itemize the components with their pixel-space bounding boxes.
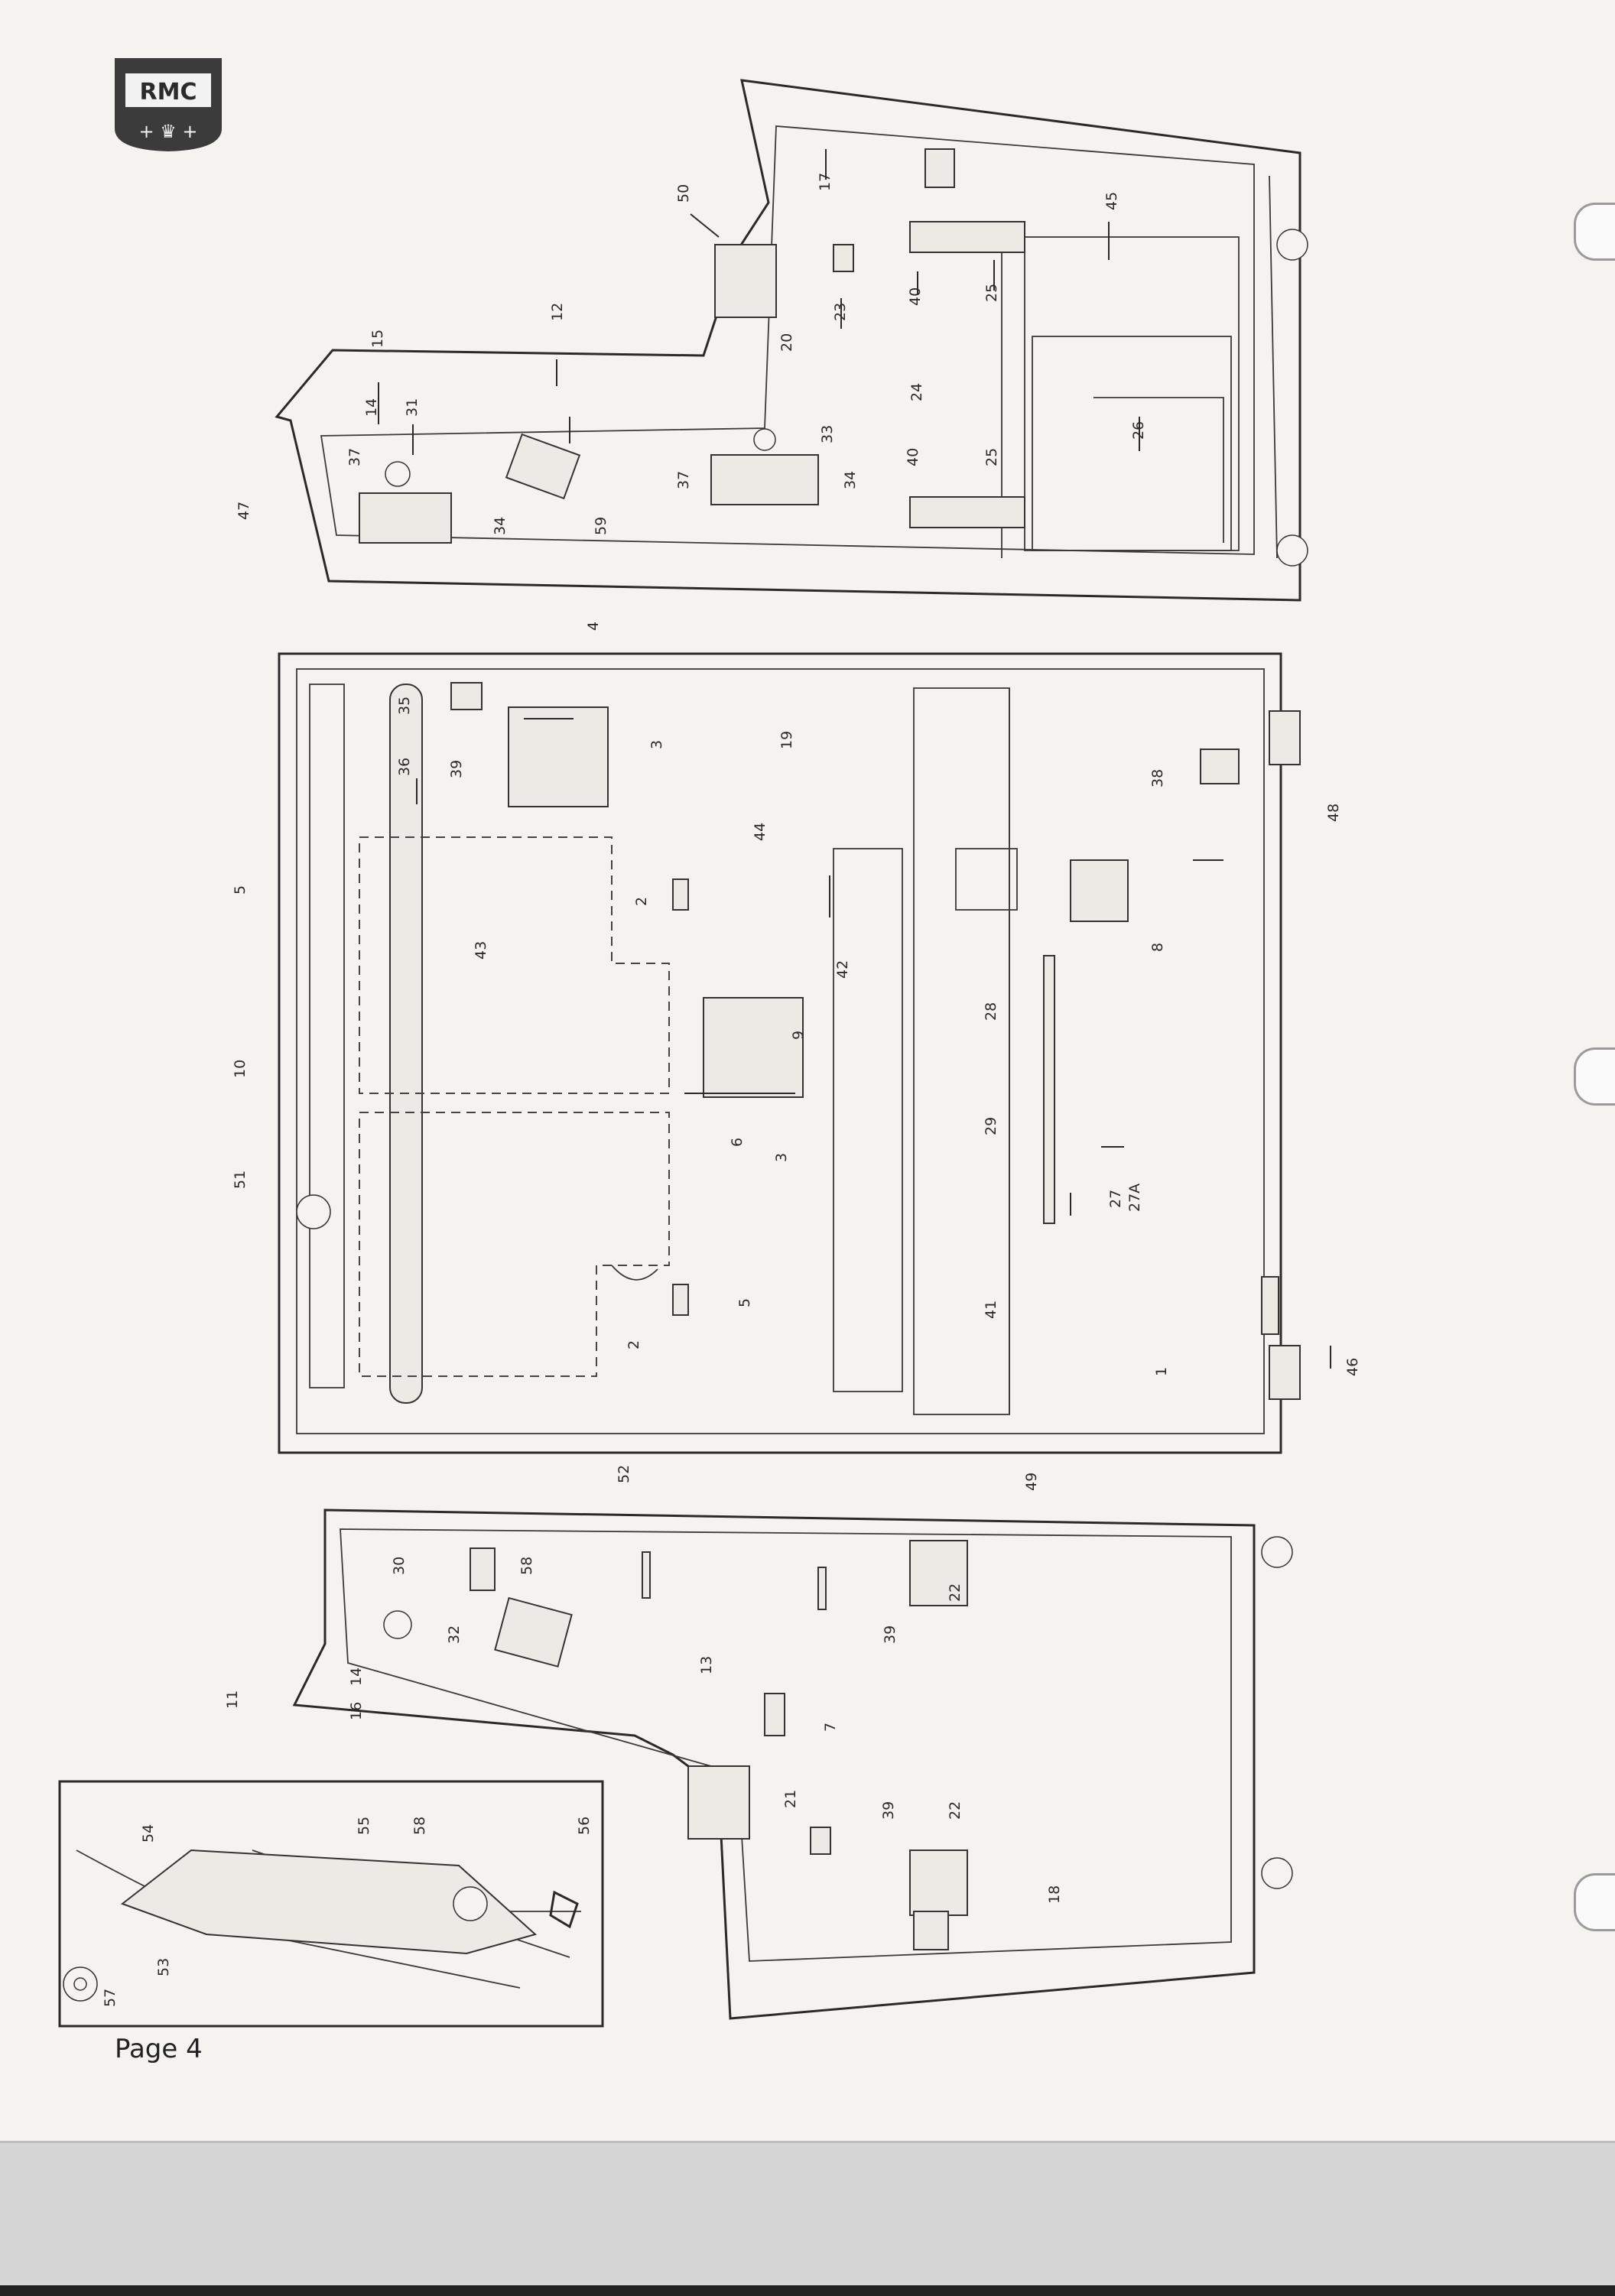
callout-label: 33 xyxy=(819,425,836,443)
callout-label: 20 xyxy=(778,333,795,352)
callout-label: 53 xyxy=(155,1958,172,1976)
callout-label: 36 xyxy=(396,758,413,776)
callout-label: 34 xyxy=(842,471,859,489)
callout-label: 23 xyxy=(832,303,849,321)
callout-label: 56 xyxy=(576,1817,593,1835)
callout-label: 42 xyxy=(834,960,851,979)
logo-text: RMC xyxy=(140,79,197,106)
callout-label: 8 xyxy=(1149,943,1166,952)
callout-label: 50 xyxy=(675,184,692,203)
callout-label: 7 xyxy=(822,1723,839,1732)
left-side-panel-callouts: 52 30 58 32 13 39 22 11 14 16 7 21 39 22… xyxy=(224,1465,1063,1904)
callout-label: 2 xyxy=(633,897,650,906)
callout-label: 19 xyxy=(778,731,795,749)
callout-label: 2 xyxy=(626,1340,642,1349)
callout-label: 40 xyxy=(907,287,924,306)
rmc-logo: RMC + ♛ + xyxy=(115,58,222,151)
callout-label: 48 xyxy=(1325,804,1342,822)
callout-label: 3 xyxy=(773,1153,790,1162)
callout-label: 10 xyxy=(232,1060,249,1078)
callout-label: 24 xyxy=(908,383,925,401)
callout-label: 17 xyxy=(817,173,833,191)
callout-label: 59 xyxy=(593,517,609,535)
callout-label: 40 xyxy=(905,448,921,466)
callout-label: 37 xyxy=(675,471,692,489)
callout-label: 43 xyxy=(473,941,489,960)
callout-label: 27A xyxy=(1126,1184,1143,1212)
callout-label: 32 xyxy=(446,1625,463,1644)
callout-label: 5 xyxy=(232,885,249,895)
callout-label: 31 xyxy=(404,398,421,417)
callout-label: 21 xyxy=(782,1790,799,1808)
callout-label: 55 xyxy=(356,1817,372,1835)
callout-label: 44 xyxy=(752,823,769,841)
callout-label: 22 xyxy=(947,1801,963,1820)
callout-label: 38 xyxy=(1149,769,1166,788)
callout-label: 5 xyxy=(736,1298,753,1307)
callout-label: 14 xyxy=(348,1668,365,1686)
callout-leaders xyxy=(378,149,1331,1369)
callout-label: 51 xyxy=(232,1171,249,1189)
callout-label: 41 xyxy=(983,1301,999,1319)
callout-label: 34 xyxy=(492,517,509,535)
callout-label: 3 xyxy=(648,740,665,749)
inset-detail-drawing xyxy=(58,1780,604,2028)
page-number: Page 4 xyxy=(115,2034,203,2064)
cabinet-drawing xyxy=(278,652,1301,1454)
callout-label: 39 xyxy=(448,760,465,778)
callout-label: 47 xyxy=(236,502,252,520)
callout-label: 4 xyxy=(585,622,602,631)
callout-label: 52 xyxy=(616,1465,632,1483)
callout-label: 16 xyxy=(348,1702,365,1720)
callout-label: 35 xyxy=(396,697,413,715)
callout-label: 27 xyxy=(1107,1190,1124,1208)
callout-label: 15 xyxy=(369,330,386,348)
callout-label: 37 xyxy=(346,448,363,466)
callout-label: 54 xyxy=(140,1824,157,1843)
cabinet-callouts: 35 36 39 3 19 5 44 2 43 42 10 9 6 3 28 2… xyxy=(232,697,1361,1491)
callout-label: 29 xyxy=(983,1117,999,1135)
callout-label: 28 xyxy=(983,1002,999,1021)
binder-hole xyxy=(1574,203,1615,261)
callout-label: 30 xyxy=(391,1557,408,1575)
callout-label: 45 xyxy=(1103,192,1120,210)
callout-label: 22 xyxy=(947,1583,963,1602)
callout-label: 13 xyxy=(698,1656,715,1674)
callout-label: 49 xyxy=(1023,1473,1040,1491)
callout-label: 39 xyxy=(882,1625,898,1644)
callout-label: 46 xyxy=(1344,1358,1361,1376)
binder-hole xyxy=(1574,1047,1615,1106)
callout-label: 1 xyxy=(1153,1367,1170,1376)
callout-label: 58 xyxy=(411,1817,428,1835)
svg-text:+ ♛ +: + ♛ + xyxy=(139,121,198,142)
binder-hole xyxy=(1574,1873,1615,1931)
callout-label: 57 xyxy=(102,1989,119,2007)
callout-label: 39 xyxy=(880,1801,897,1820)
inset-detail-callouts: 54 55 58 56 53 57 xyxy=(102,1817,593,2007)
right-side-panel-drawing xyxy=(275,79,1308,602)
callout-label: 11 xyxy=(224,1690,241,1709)
scan-bottom-edge xyxy=(0,2141,1615,2296)
callout-label: 18 xyxy=(1046,1885,1063,1904)
callout-label: 6 xyxy=(729,1138,746,1147)
callout-label: 9 xyxy=(790,1031,807,1040)
left-side-panel-drawing xyxy=(292,1508,1293,2020)
right-side-panel-callouts: 50 17 45 12 23 20 40 25 15 14 31 24 47 3… xyxy=(236,173,1147,631)
callout-label: 12 xyxy=(549,303,566,321)
callout-label: 25 xyxy=(983,284,1000,302)
callout-label: 14 xyxy=(363,398,380,417)
callout-label: 58 xyxy=(518,1557,535,1575)
callout-label: 26 xyxy=(1130,421,1147,440)
callout-label: 25 xyxy=(983,448,1000,466)
